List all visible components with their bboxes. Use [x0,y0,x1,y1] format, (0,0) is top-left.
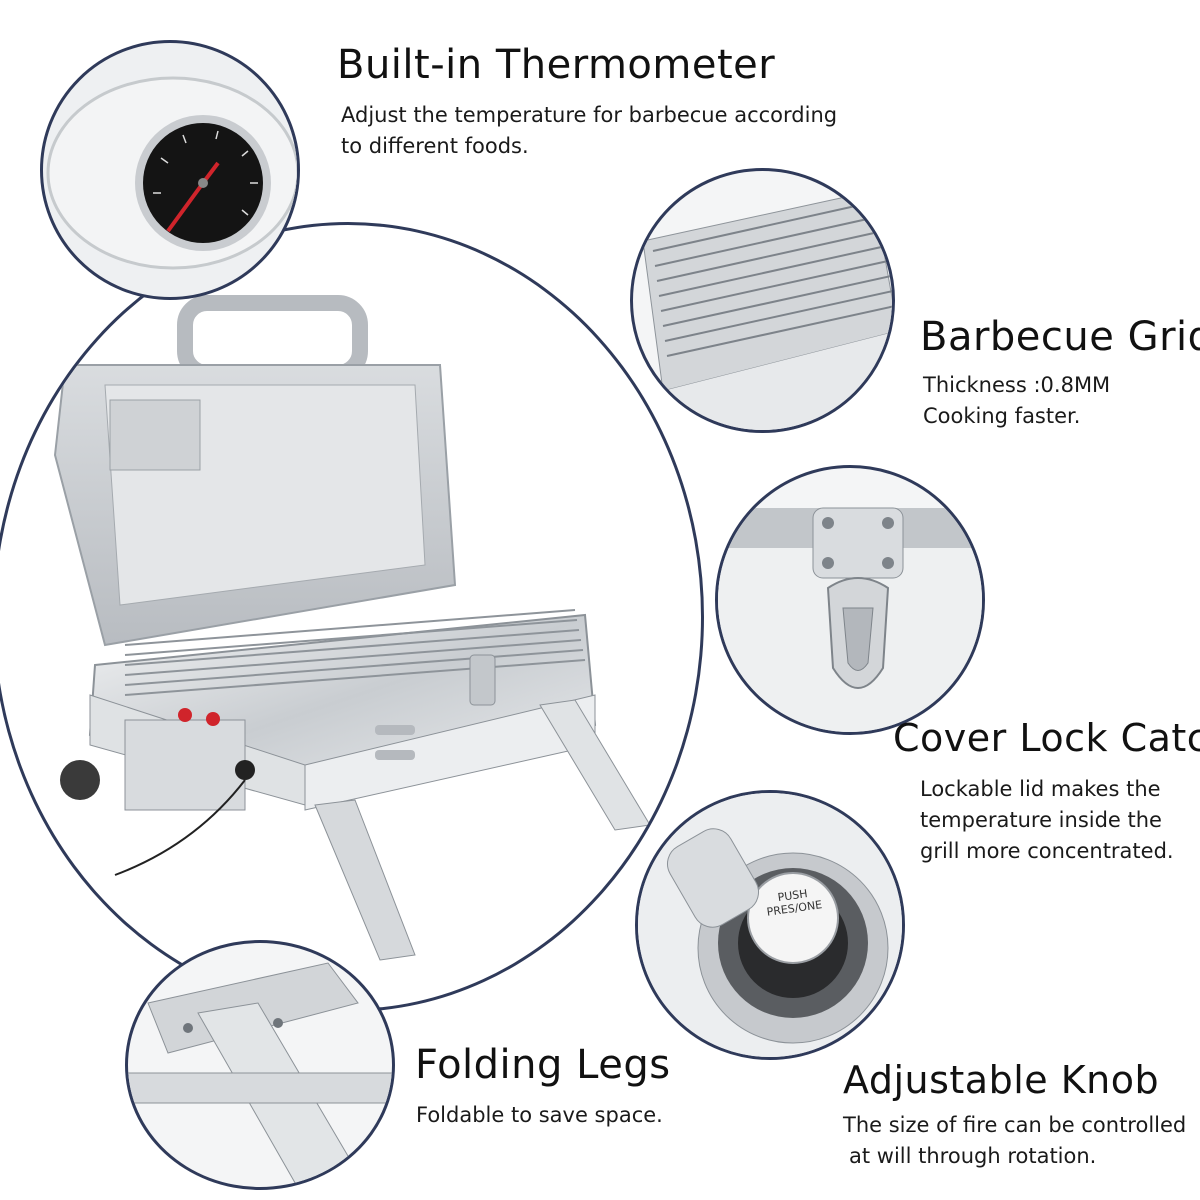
adjustable-knob-image [638,793,902,1057]
lock-catch-circle [715,465,985,735]
portable-grill-image [53,295,651,961]
grid-title: Barbecue Grid [920,314,1200,360]
barbecue-grid-image [637,190,892,430]
folding-legs-image [128,962,392,1187]
folding-legs-description: Foldable to save space. [416,1103,663,1127]
thermometer-circle [40,40,300,300]
grill-main-circle [0,222,704,1012]
lock-catch-description: Lockable lid makes the temperature insid… [920,777,1174,863]
thermometer-image [46,76,297,270]
thermometer-description: Adjust the temperature for barbecue acco… [341,103,838,158]
cover-lock-catch-image [718,507,982,732]
thermometer-title: Built-in Thermometer [337,42,776,88]
folding-legs-title: Folding Legs [415,1042,671,1088]
grid-description: Thickness :0.8MM Cooking faster. [923,373,1111,428]
folding-legs-circle [125,940,395,1190]
grid-circle [630,168,895,433]
knob-description: The size of fire can be controlled at wi… [843,1113,1187,1168]
knob-circle: PUSH PRES/ONE [635,790,905,1060]
knob-title: Adjustable Knob [843,1058,1160,1102]
lock-catch-title: Cover Lock Catch [893,716,1200,760]
